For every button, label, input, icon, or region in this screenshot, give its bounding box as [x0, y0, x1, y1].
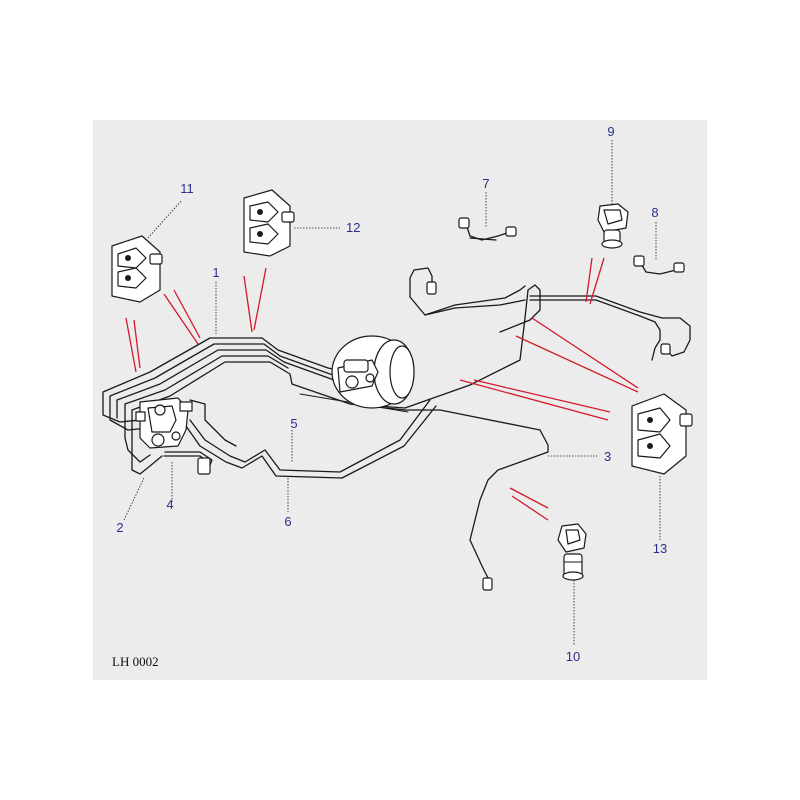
callout-labels: 11 12 1 7 8 9 3 5 6 4 2 13 10 [116, 124, 667, 664]
callout-3: 3 [604, 449, 611, 464]
callout-13: 13 [653, 541, 667, 556]
rear-brake-pipes [185, 393, 549, 579]
brake-pipe-bundle [102, 267, 691, 471]
callout-2: 2 [116, 520, 123, 535]
callout-11: 11 [180, 181, 194, 196]
callout-10: 10 [566, 649, 580, 664]
flexible-hose-8 [633, 255, 685, 275]
pressure-valve [135, 397, 193, 449]
callout-4: 4 [166, 497, 173, 512]
location-arrows [125, 257, 639, 521]
pipe-clip-9 [597, 203, 629, 249]
callout-6: 6 [284, 514, 291, 529]
callout-7: 7 [482, 176, 489, 191]
brake-servo [331, 335, 415, 409]
flexible-hose-7 [458, 217, 517, 241]
pipe-clip-13 [631, 393, 693, 475]
leader-lines [123, 140, 661, 646]
callout-12: 12 [346, 220, 360, 235]
pipe-clip-11 [111, 235, 163, 303]
callout-1: 1 [212, 265, 219, 280]
diagram-reference-code: LH 0002 [112, 654, 159, 669]
flexible-hose-4 [163, 455, 211, 475]
callout-8: 8 [651, 205, 658, 220]
pipe-clip-10 [557, 523, 587, 581]
callout-5: 5 [290, 416, 297, 431]
pipe-clip-12 [243, 189, 295, 257]
pipe-end-fittings [426, 281, 671, 591]
callout-9: 9 [607, 124, 614, 139]
